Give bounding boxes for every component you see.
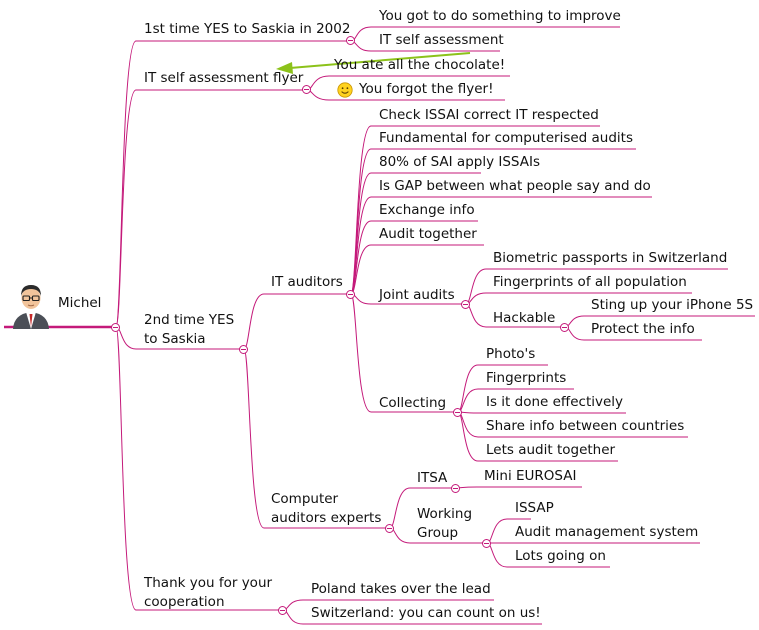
relationship-arrowhead [276, 62, 293, 74]
topic-sting[interactable]: Sting up your iPhone 5S [591, 297, 754, 313]
topic-first-yes[interactable]: 1st time YES to Saskia in 2002 [144, 21, 351, 37]
topic-poland[interactable]: Poland takes over the lead [311, 581, 491, 597]
topic-computer-auditors[interactable]: Computer auditors experts [271, 491, 382, 526]
topic-issai-check[interactable]: Check ISSAI correct IT respected [379, 107, 599, 123]
collapse-toggle-collecting[interactable] [453, 408, 462, 417]
branch-connector [389, 487, 411, 529]
topic-second-yes[interactable]: 2nd time YES to Saskia [144, 312, 235, 347]
topic-fundamental[interactable]: Fundamental for computerised audits [379, 130, 633, 146]
branch-connector [350, 293, 372, 413]
topic-joint-audits[interactable]: Joint audits [379, 287, 455, 303]
topic-photos[interactable]: Photo's [486, 346, 536, 362]
topic-mini-eurosai[interactable]: Mini EUROSAI [484, 468, 577, 484]
collapse-toggle-itsa[interactable] [451, 484, 460, 493]
topic-fingerprints-population[interactable]: Fingerprints of all population [493, 274, 687, 290]
topic-issap[interactable]: ISSAP [515, 500, 554, 516]
topic-effectively[interactable]: Is it done effectively [486, 394, 624, 410]
topic-audit-mgmt[interactable]: Audit management system [515, 524, 699, 540]
branch-connector [350, 172, 372, 295]
branch-connector [486, 518, 508, 544]
topic-lets-audit[interactable]: Lets audit together [486, 442, 616, 458]
collapse-toggle-flyer[interactable] [302, 85, 311, 94]
collapse-toggle-working-group[interactable] [482, 539, 491, 548]
branch-connector [115, 326, 137, 611]
branch-connector [457, 388, 479, 413]
branch-connector [115, 89, 137, 328]
topic-flyer[interactable]: IT self assessment flyer [144, 70, 304, 86]
collapse-toggle-hackable[interactable] [560, 323, 569, 332]
topic-share[interactable]: Share info between countries [486, 418, 685, 434]
collapse-toggle-it-auditors[interactable] [346, 290, 355, 299]
collapse-toggle-first-yes[interactable] [346, 36, 355, 45]
branch-connector [486, 542, 508, 568]
topic-biometric[interactable]: Biometric passports in Switzerland [493, 250, 728, 266]
topic-exchange[interactable]: Exchange info [379, 202, 475, 218]
topic-chocolate[interactable]: You ate all the chocolate! [334, 57, 506, 73]
topic-switzerland[interactable]: Switzerland: you can count on us! [311, 605, 541, 621]
collapse-toggle-computer-auditors[interactable] [385, 524, 394, 533]
smiley-icon [337, 82, 353, 102]
topic-improve[interactable]: You got to do something to improve [379, 8, 621, 24]
topic-thank-you[interactable]: Thank you for your cooperation [144, 575, 273, 610]
topic-collecting[interactable]: Collecting [379, 395, 447, 411]
topic-hackable[interactable]: Hackable [493, 310, 556, 326]
topic-lots-going[interactable]: Lots going on [515, 548, 606, 564]
branch-connector [465, 303, 487, 328]
topic-itsa[interactable]: ITSA [417, 470, 448, 486]
businessman-avatar-icon [10, 281, 52, 333]
collapse-toggle-root[interactable] [111, 323, 120, 332]
topic-forgot-flyer[interactable]: You forgot the flyer! [359, 81, 494, 97]
topic-it-auditors[interactable]: IT auditors [271, 274, 343, 290]
topic-gap[interactable]: Is GAP between what people say and do [379, 178, 651, 194]
topic-apply-issais[interactable]: 80% of SAI apply ISSAIs [379, 154, 540, 170]
topic-working-group[interactable]: Working Group [417, 506, 473, 541]
branch-connector [457, 364, 479, 413]
topic-audit-together[interactable]: Audit together [379, 226, 477, 242]
topic-it-self-assessment[interactable]: IT self assessment [379, 32, 504, 48]
topic-fingerprints[interactable]: Fingerprints [486, 370, 567, 386]
branch-connector [465, 268, 487, 305]
branch-connector [243, 348, 265, 529]
branch-connector [115, 40, 137, 328]
collapse-toggle-thank-you[interactable] [278, 606, 287, 615]
collapse-toggle-second-yes[interactable] [239, 345, 248, 354]
collapse-toggle-joint-audits[interactable] [461, 300, 470, 309]
root-node-michel[interactable]: Michel [58, 295, 102, 311]
relationship-arrow-line [289, 52, 471, 69]
topic-protect[interactable]: Protect the info [591, 321, 695, 337]
